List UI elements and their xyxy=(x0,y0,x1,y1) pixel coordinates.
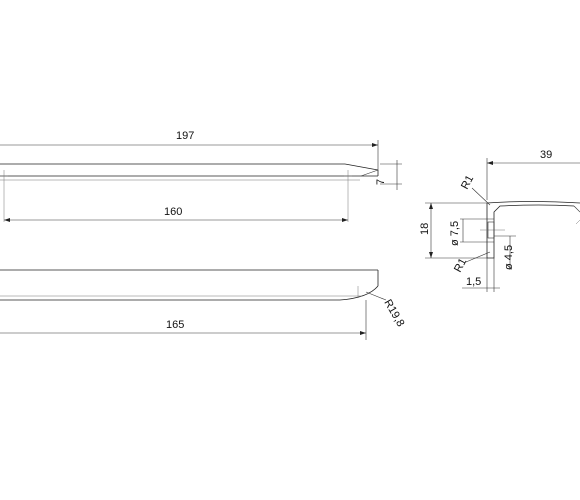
radius-leader xyxy=(365,291,387,301)
arrowhead xyxy=(487,161,493,165)
hole-outline xyxy=(487,221,495,239)
arrowhead xyxy=(342,218,348,222)
arrowhead xyxy=(372,143,378,147)
arrowhead xyxy=(429,252,433,258)
bottom-view: R19,8 165 xyxy=(0,269,406,340)
dim-label-165: 165 xyxy=(166,319,184,331)
radius-leader-bottom xyxy=(465,251,491,263)
profile-top xyxy=(486,201,580,204)
top-view: 197 7 160 xyxy=(0,130,402,222)
handle-outline-curve xyxy=(0,285,379,301)
dim-label-1-5: 1,5 xyxy=(466,276,481,288)
dim-label-r19-8: R19,8 xyxy=(381,298,406,329)
profile-tip-radius xyxy=(575,219,580,225)
dim-label-197: 197 xyxy=(176,130,194,142)
profile-tip xyxy=(573,205,580,213)
section-view: 39 R1 18 ø 7,5 ø 4,5 R1 xyxy=(419,149,580,292)
dim-label-39: 39 xyxy=(540,149,552,161)
profile-outline xyxy=(486,203,575,259)
dim-label-7: 7 xyxy=(375,179,387,185)
radius-leader-top xyxy=(471,187,491,206)
dim-label-dia-7-5: ø 7,5 xyxy=(449,221,461,246)
dim-label-18: 18 xyxy=(419,223,431,235)
dim-label-dia-4-5: ø 4,5 xyxy=(503,245,515,270)
end-chamfer xyxy=(360,169,379,177)
arrowhead xyxy=(429,203,433,209)
dim-label-160: 160 xyxy=(164,206,182,218)
dim-label-r1-bottom: R1 xyxy=(452,256,469,274)
handle-taper xyxy=(344,163,379,171)
arrowhead xyxy=(4,218,10,222)
arrowhead xyxy=(360,331,366,335)
dim-label-r1-top: R1 xyxy=(459,173,476,191)
